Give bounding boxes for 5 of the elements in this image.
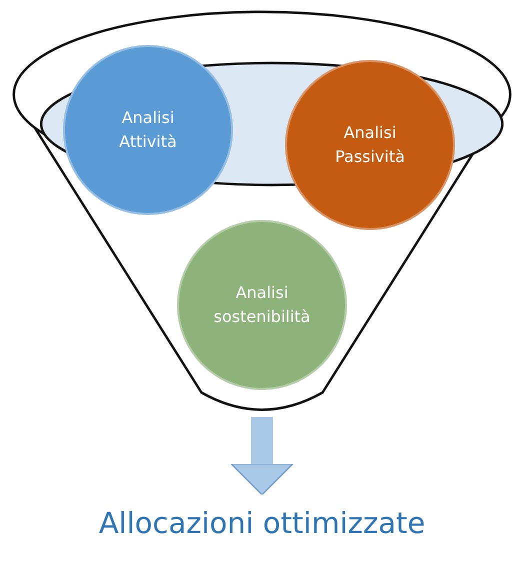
block-arrow (230, 417, 294, 496)
circle-label: Analisi Passività (334, 122, 406, 168)
circle-label: Analisi sostenibilità (212, 282, 312, 328)
circle-label: Analisi Attività (118, 107, 178, 153)
result-heading: Allocazioni ottimizzate (62, 498, 462, 548)
